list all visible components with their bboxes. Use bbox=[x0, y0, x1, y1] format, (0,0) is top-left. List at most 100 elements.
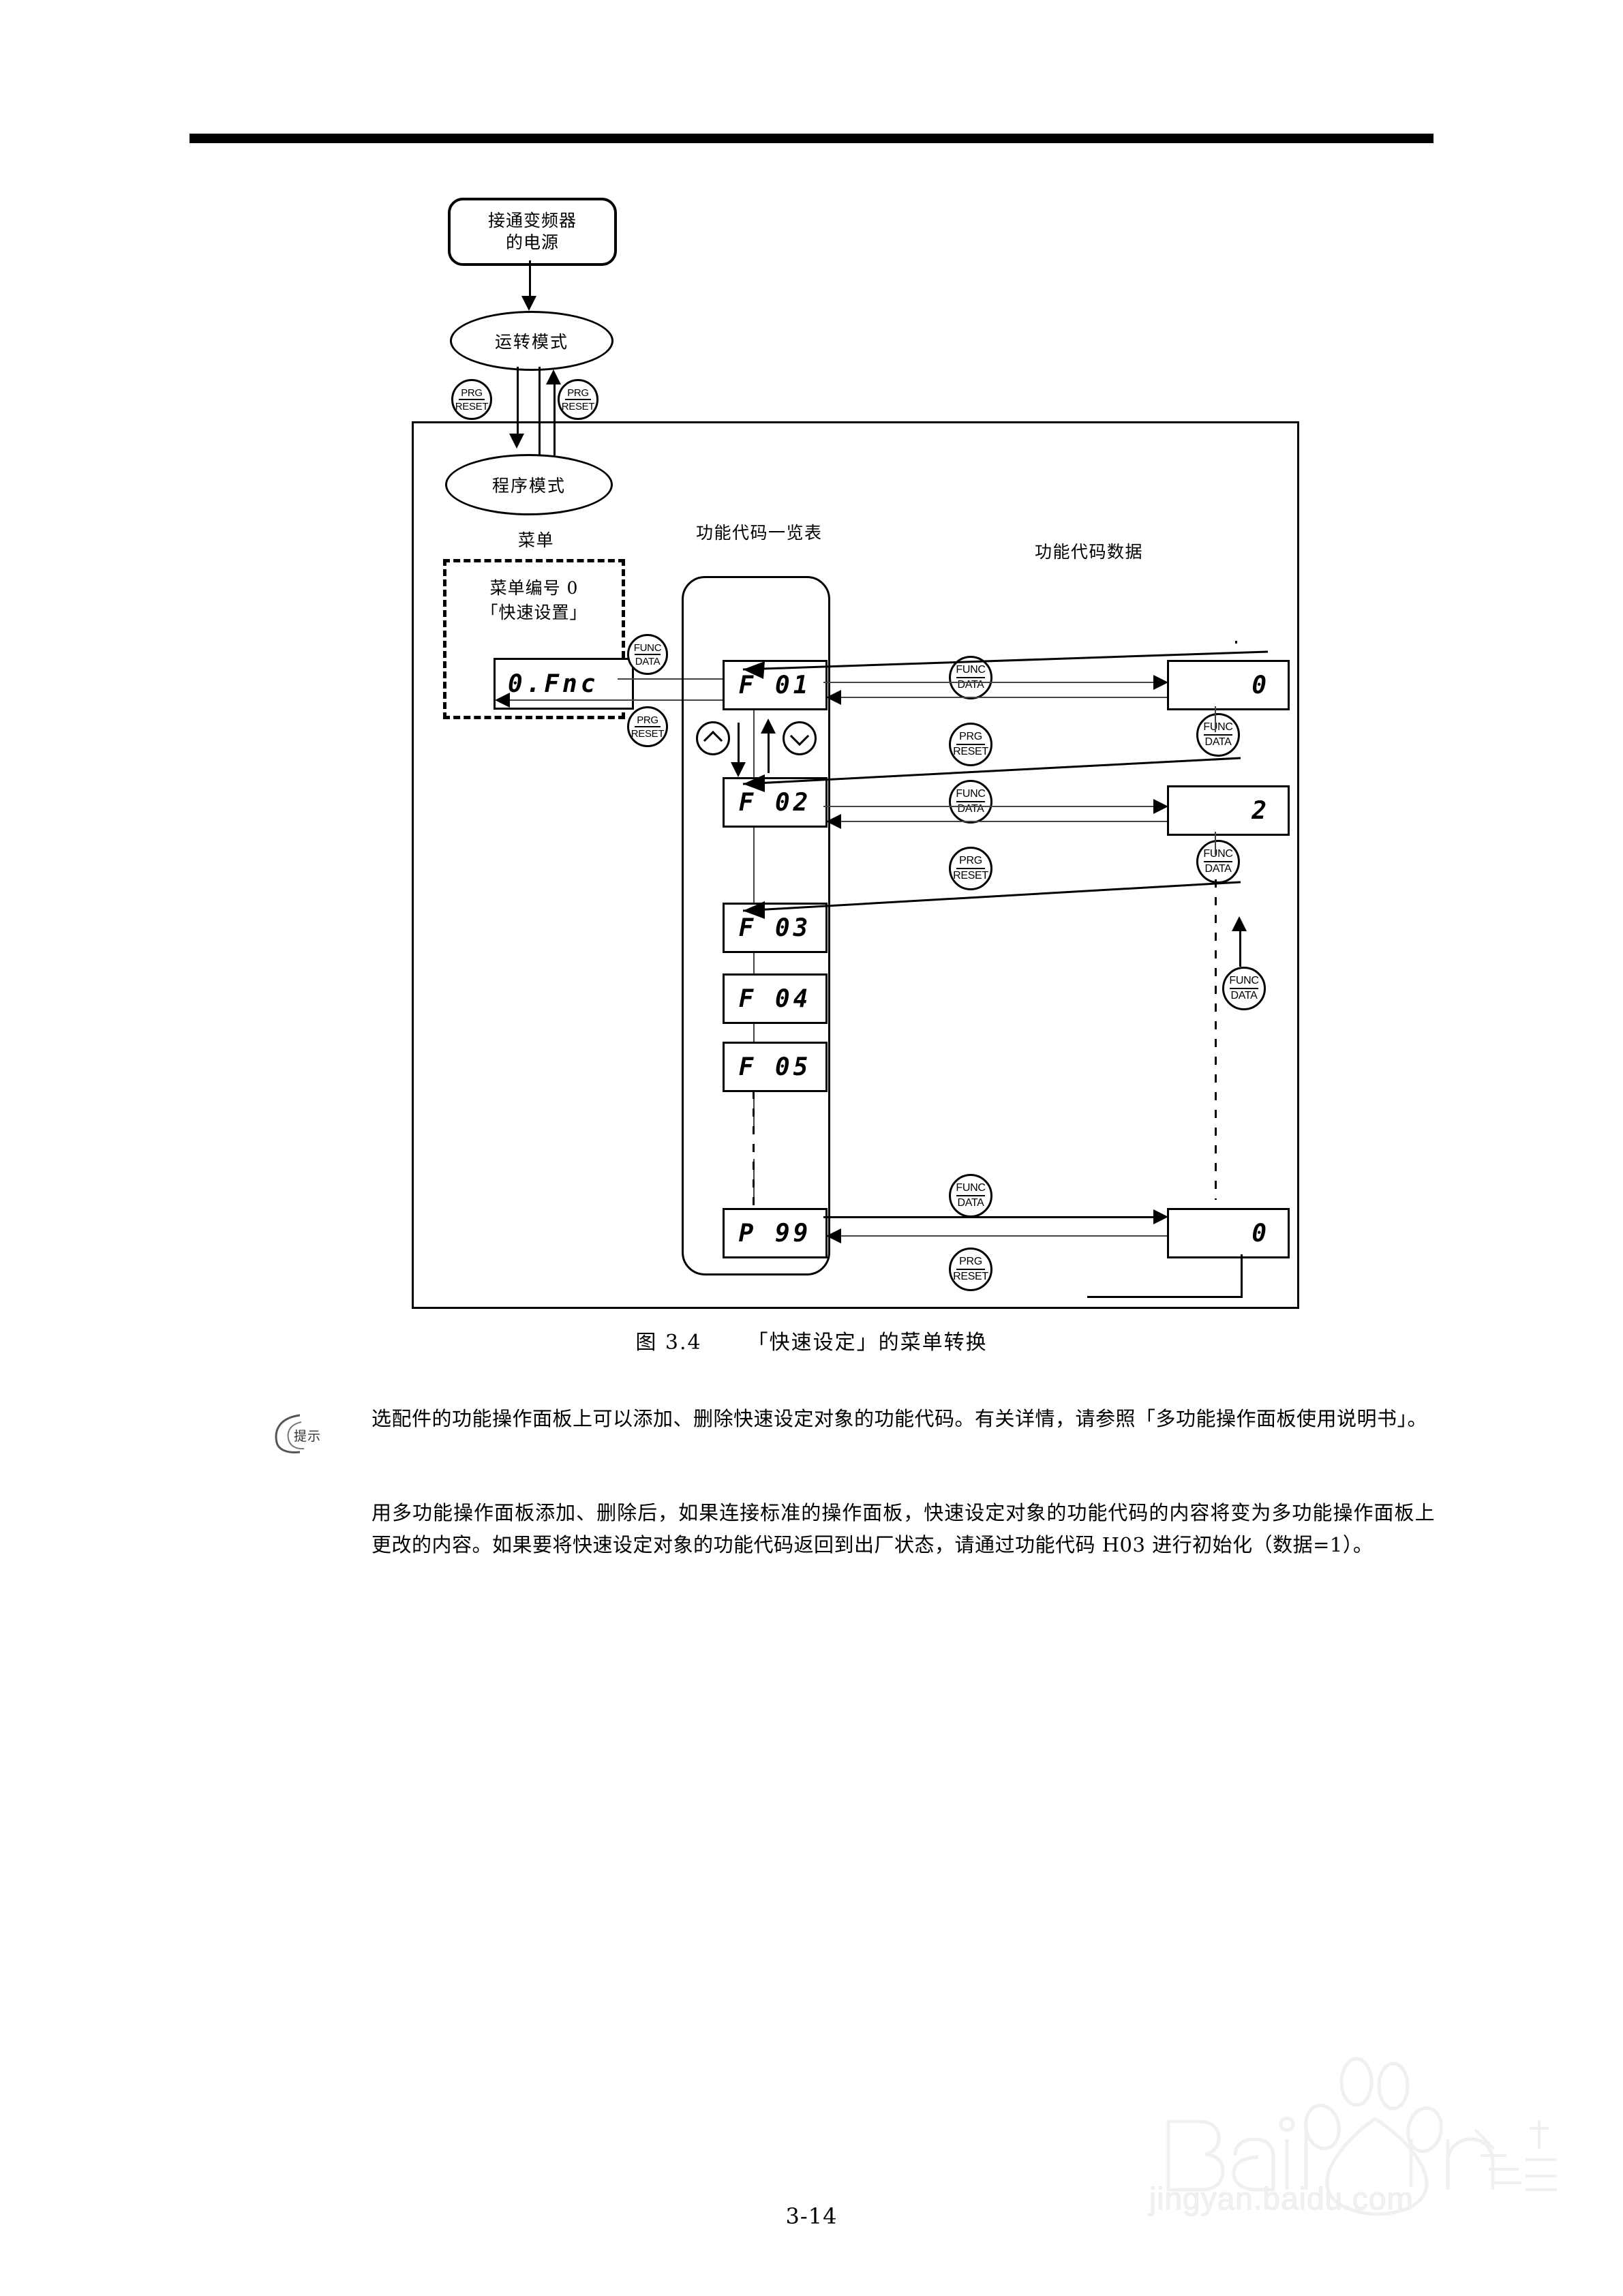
connector-scroll-down bbox=[738, 723, 740, 769]
connector-p99-to-data bbox=[823, 1216, 1163, 1218]
lcd-code-f04[interactable]: F 04 bbox=[723, 973, 828, 1024]
key-prg-reset-list-to-menu[interactable]: PRG RESET bbox=[627, 706, 668, 747]
column-label-menu: 菜单 bbox=[518, 530, 555, 550]
connector-scroll-up bbox=[768, 731, 770, 773]
key-divider bbox=[956, 744, 985, 745]
key-down-arrow[interactable] bbox=[783, 721, 817, 755]
diagram-outer-frame bbox=[412, 421, 1299, 1309]
connector-store-stub-f02 bbox=[1215, 832, 1216, 855]
data-column-ellipsis-dashes bbox=[1215, 879, 1217, 1200]
key-divider bbox=[565, 399, 591, 400]
connector-data-to-f02 bbox=[837, 821, 1167, 822]
key-prg-reset-up[interactable]: PRG RESET bbox=[558, 379, 598, 420]
note-badge-label: 提示 bbox=[294, 1429, 322, 1444]
connector-up-to-runmode-stub bbox=[539, 367, 541, 455]
key-divider bbox=[956, 868, 985, 869]
lcd-data-f02[interactable]: 2 bbox=[1167, 785, 1290, 836]
arrowhead-return-up bbox=[1232, 916, 1247, 931]
key-divider bbox=[1230, 988, 1258, 989]
note-badge: 提示 bbox=[271, 1413, 344, 1455]
arrowhead-scroll-up bbox=[761, 719, 776, 734]
key-label-top: FUNC bbox=[1229, 975, 1259, 986]
key-label-top: PRG bbox=[959, 1256, 982, 1267]
key-func-data-p99[interactable]: FUNC DATA bbox=[949, 1174, 992, 1218]
key-prg-reset-f02[interactable]: PRG RESET bbox=[949, 847, 992, 890]
connector-poweron-runmode bbox=[529, 260, 531, 303]
connector-return-topstub bbox=[1235, 641, 1237, 644]
key-func-data-store-f02[interactable]: FUNC DATA bbox=[1196, 840, 1240, 883]
node-run-mode: 运转模式 bbox=[450, 311, 613, 371]
column-label-code-list: 功能代码一览表 bbox=[696, 523, 823, 543]
connector-data-to-p99 bbox=[837, 1235, 1167, 1237]
arrowhead-right-data-f02 bbox=[1153, 799, 1168, 814]
code-list-ellipsis-dashes bbox=[753, 1091, 755, 1205]
key-label-bottom: DATA bbox=[1230, 990, 1258, 1001]
key-prg-reset-f01[interactable]: PRG RESET bbox=[949, 723, 992, 766]
key-label-bottom: RESET bbox=[455, 400, 489, 412]
arrowhead-down-program bbox=[509, 434, 524, 449]
key-label-bottom: RESET bbox=[953, 870, 988, 881]
key-label-top: FUNC bbox=[633, 641, 662, 654]
key-label-top: FUNC bbox=[956, 1182, 986, 1194]
note-paragraph-1: 选配件的功能操作面板上可以添加、删除快速设定对象的功能代码。有关详情，请参照「多… bbox=[371, 1407, 1428, 1430]
lcd-code-f02[interactable]: F 02 bbox=[723, 777, 828, 828]
connector-return-down bbox=[1241, 1254, 1243, 1298]
key-prg-reset-p99[interactable]: PRG RESET bbox=[949, 1248, 992, 1291]
power-on-line2: 的电源 bbox=[505, 232, 559, 252]
key-label-bottom: DATA bbox=[635, 655, 661, 667]
arrowhead-left-f02 bbox=[826, 814, 841, 829]
lcd-menu-display[interactable]: 0.Fnc bbox=[494, 658, 634, 710]
key-up-arrow[interactable] bbox=[696, 721, 730, 755]
key-label-bottom: RESET bbox=[631, 727, 665, 740]
key-label-top: PRG bbox=[959, 731, 982, 742]
key-label-top: FUNC bbox=[1203, 848, 1233, 860]
arrowhead-up-runmode bbox=[546, 369, 561, 384]
note-paragraph-2: 用多功能操作面板添加、删除后，如果连接标准的操作面板，快速设定对象的功能代码的内… bbox=[371, 1501, 1435, 1556]
arrowhead-down-runmode bbox=[521, 296, 536, 311]
arrowhead-scroll-down bbox=[731, 762, 746, 777]
arrowhead-right-data-f01 bbox=[1153, 675, 1168, 690]
key-label-bottom: DATA bbox=[1204, 736, 1232, 748]
key-label-top: PRG bbox=[567, 387, 589, 399]
key-func-data-menu-to-list[interactable]: FUNC DATA bbox=[627, 634, 668, 675]
key-label-bottom: RESET bbox=[561, 400, 595, 412]
feedback-lines-mid bbox=[742, 757, 1241, 792]
key-divider bbox=[956, 1195, 985, 1196]
figure-caption-number: 图 3.4 bbox=[635, 1331, 702, 1355]
connector-return-up-segment bbox=[1239, 928, 1241, 967]
key-label-bottom: DATA bbox=[1204, 863, 1232, 875]
key-divider bbox=[1204, 734, 1232, 736]
key-divider bbox=[1204, 861, 1232, 862]
key-label-bottom: RESET bbox=[953, 1271, 988, 1282]
lcd-code-f05[interactable]: F 05 bbox=[723, 1042, 828, 1092]
connector-down-to-program bbox=[517, 367, 519, 440]
node-power-on: 接通变频器 的电源 bbox=[448, 198, 617, 266]
key-label-top: FUNC bbox=[956, 664, 986, 676]
key-divider bbox=[635, 726, 661, 727]
node-program-mode: 程序模式 bbox=[445, 454, 613, 515]
connector-store-stub-f01 bbox=[1215, 706, 1216, 732]
connector-return-left bbox=[1087, 1296, 1243, 1298]
arrowhead-left-p99 bbox=[826, 1228, 841, 1243]
column-label-code-data: 功能代码数据 bbox=[1035, 542, 1144, 562]
menu-dashed-box: 菜单编号 0 「快速设置」 bbox=[443, 559, 625, 719]
key-prg-reset-down[interactable]: PRG RESET bbox=[451, 379, 492, 420]
lcd-code-f01[interactable]: F 01 bbox=[723, 660, 828, 710]
lcd-code-f03[interactable]: F 03 bbox=[723, 903, 828, 953]
lcd-data-p99[interactable]: 0 bbox=[1167, 1208, 1290, 1258]
feedback-lines-lower bbox=[742, 881, 1241, 919]
key-divider bbox=[956, 801, 985, 802]
key-func-data-store-f01[interactable]: FUNC DATA bbox=[1196, 713, 1240, 757]
connector-menu-to-f01 bbox=[618, 678, 739, 680]
key-label-top: PRG bbox=[959, 855, 982, 866]
lcd-code-p99[interactable]: P 99 bbox=[723, 1208, 828, 1258]
feedback-lines-upper bbox=[742, 650, 1269, 679]
note-bracket-icon bbox=[275, 1414, 305, 1453]
key-func-data-return[interactable]: FUNC DATA bbox=[1222, 967, 1266, 1010]
key-label-bottom: RESET bbox=[953, 746, 988, 757]
key-divider bbox=[956, 1269, 985, 1270]
key-label-bottom: DATA bbox=[957, 1197, 984, 1209]
arrowhead-right-data-p99 bbox=[1153, 1209, 1168, 1224]
down-arrow-icon bbox=[789, 726, 810, 746]
